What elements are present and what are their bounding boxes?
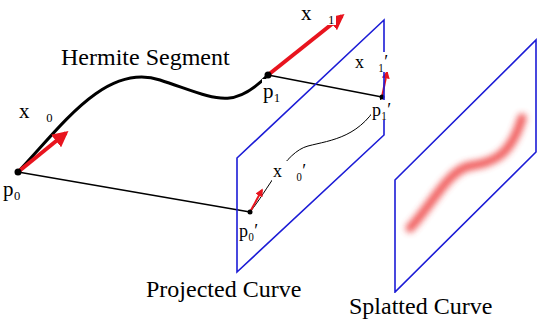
tangent-arrow	[18, 133, 66, 172]
caption-text: Projected Curve	[145, 276, 302, 302]
point-label: x⃗₁′	[354, 52, 389, 72]
point-label: x⃗₁	[300, 2, 336, 25]
plane-parallelogram	[395, 40, 536, 292]
point-label: p₀	[2, 177, 22, 201]
point	[248, 210, 253, 215]
point-label: p₁	[262, 79, 282, 103]
plane-caption: Projected Curve	[145, 276, 302, 302]
point-label: Hermite Segment	[60, 44, 231, 70]
point-label: x⃗₀′	[272, 162, 307, 182]
point-label: p₁′	[371, 101, 392, 121]
point-label: x⃗₁′	[354, 53, 389, 73]
point-label: x⃗₀	[18, 99, 54, 123]
plane-caption: Splatted Curve	[348, 293, 493, 319]
hermite-curve	[18, 75, 268, 172]
point-label: p₀	[2, 178, 22, 201]
point-label: p₀′	[238, 222, 259, 242]
point-label: p₀′	[238, 221, 259, 241]
tangent-arrow	[250, 190, 262, 212]
point	[265, 72, 272, 79]
point-label: x⃗₀′	[272, 161, 307, 181]
point-label: p₁′	[371, 100, 392, 120]
projection-plane: Splatted Curve	[345, 36, 550, 321]
projection-line	[18, 172, 250, 212]
point-label: x⃗₀	[18, 100, 54, 123]
point-label: p₁	[262, 80, 282, 103]
caption-text: Splatted Curve	[348, 293, 493, 319]
point-label: x⃗₁	[300, 1, 336, 25]
splatted-curve	[410, 118, 522, 228]
plane-outline	[345, 36, 550, 321]
projection-line	[268, 75, 382, 97]
point	[15, 169, 22, 176]
title-label: Hermite Segment	[60, 44, 231, 70]
